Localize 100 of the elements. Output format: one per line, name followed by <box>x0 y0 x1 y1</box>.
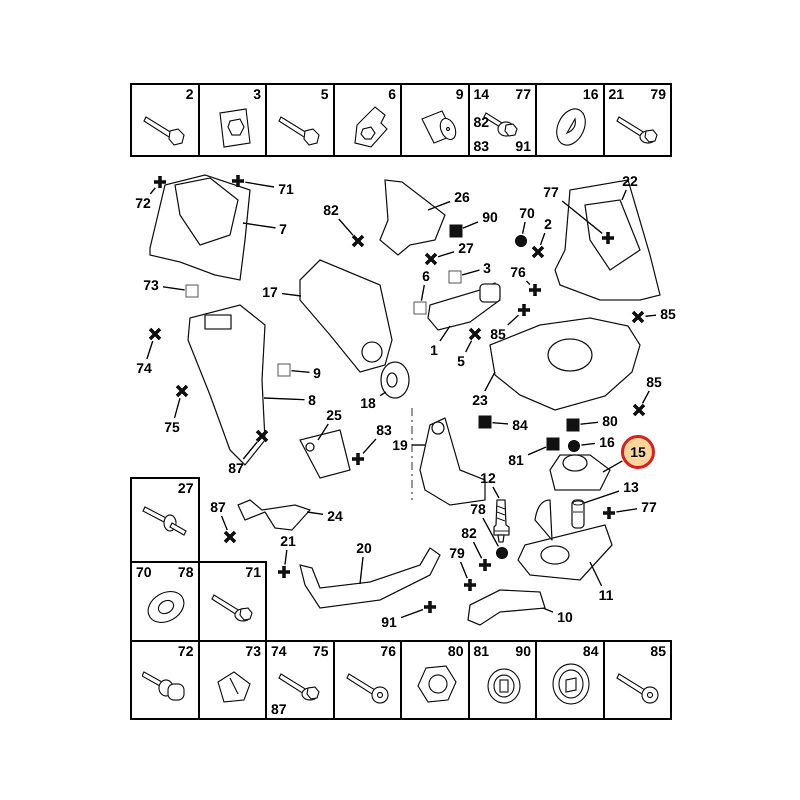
circle-marker <box>515 235 527 247</box>
part-number: 16 <box>582 85 598 103</box>
part-cell <box>130 477 200 563</box>
leader-line <box>242 222 276 229</box>
callout-number: 73 <box>143 277 159 293</box>
part-number: 76 <box>380 642 396 660</box>
cross-marker <box>175 384 189 398</box>
leader-line <box>428 200 450 211</box>
square-marker <box>414 302 426 314</box>
callout-number: 11 <box>598 587 614 603</box>
circle-marker <box>568 440 580 452</box>
cross-marker <box>632 403 646 417</box>
engine-mount-drawing <box>149 174 251 281</box>
callout-number: 87 <box>228 460 244 476</box>
callout-number: 10 <box>557 609 573 625</box>
callout-number: 9 <box>313 365 321 381</box>
part-cell <box>602 640 672 720</box>
leader-line <box>621 190 627 200</box>
leader-line <box>484 372 496 392</box>
leader-line <box>482 518 500 547</box>
leader-line <box>220 516 228 530</box>
callout-number: 84 <box>512 417 528 433</box>
support-plate-drawing <box>517 499 613 581</box>
part-number: 72 <box>178 642 194 660</box>
leader-line <box>174 398 181 418</box>
plate-drawing <box>299 429 351 479</box>
mount-drawing <box>467 589 546 626</box>
leader-line <box>284 550 288 565</box>
cross-marker <box>601 505 617 521</box>
part-number: 79 <box>650 85 666 103</box>
part-cell <box>400 83 470 157</box>
part-number: 27 <box>178 479 194 497</box>
callout-number: 91 <box>381 614 397 630</box>
cross-marker <box>600 230 616 246</box>
leader-line <box>380 391 386 396</box>
part-number: 81 <box>474 642 490 660</box>
part-number: 87 <box>271 700 287 718</box>
part-number: 70 <box>136 563 152 581</box>
part-number: 82 <box>474 113 490 131</box>
leader-line <box>465 340 472 352</box>
cross-marker <box>230 173 246 189</box>
callout-number: 19 <box>392 437 408 453</box>
part-number: 2 <box>186 85 194 103</box>
cross-marker <box>531 245 545 259</box>
leader-line <box>420 284 425 301</box>
cross-marker <box>424 252 438 266</box>
cross-marker <box>527 282 543 298</box>
leader-line <box>306 511 324 515</box>
callout-number: 13 <box>623 479 639 495</box>
square-marker <box>448 270 462 284</box>
part-cell <box>265 83 334 157</box>
leader-line <box>462 221 478 229</box>
leader-line <box>562 200 603 234</box>
part-number: 80 <box>448 642 464 660</box>
callout-number: 82 <box>461 525 477 541</box>
cross-marker <box>255 429 269 443</box>
stud-drawing <box>493 499 510 543</box>
leader-line <box>150 187 156 194</box>
callout-number: 18 <box>360 395 376 411</box>
leader-line <box>242 441 258 460</box>
part-cell <box>198 83 267 157</box>
cross-marker <box>422 599 438 615</box>
callout-number: 87 <box>210 499 226 515</box>
bush-drawing <box>380 361 410 399</box>
cross-marker <box>148 327 162 341</box>
part-cell <box>535 83 604 157</box>
part-cell <box>332 83 402 157</box>
leader-line <box>522 222 526 234</box>
leader-line <box>439 326 451 342</box>
callout-number: 1 <box>430 342 438 358</box>
leader-line <box>540 232 546 246</box>
part-cell <box>468 640 537 720</box>
leader-line <box>507 314 519 326</box>
callout-number: 72 <box>135 195 151 211</box>
cross-marker <box>462 577 478 593</box>
part-number: 78 <box>178 563 194 581</box>
callout-number: 85 <box>490 326 506 342</box>
callout-number: 78 <box>470 501 486 517</box>
leader-line <box>282 292 302 297</box>
callout-number: 75 <box>164 419 180 435</box>
leader-line <box>146 340 154 360</box>
square-marker <box>450 224 462 238</box>
leader-line <box>542 607 554 613</box>
circle-marker <box>496 547 508 559</box>
callout-number: 12 <box>480 470 496 486</box>
part-cell <box>198 561 267 642</box>
leader-line <box>462 269 480 276</box>
cross-marker <box>477 557 493 573</box>
leader-line <box>526 280 530 286</box>
square-marker <box>278 364 290 376</box>
part-cell <box>400 640 470 720</box>
leader-line <box>645 314 656 317</box>
callout-number: 77 <box>641 499 657 515</box>
callout-number: 24 <box>327 508 343 524</box>
cross-marker <box>276 564 292 580</box>
leader-line <box>438 251 454 258</box>
leader-line <box>602 460 623 473</box>
leader-line <box>589 562 602 586</box>
cross-marker <box>468 327 482 341</box>
housing-drawing <box>489 317 641 411</box>
